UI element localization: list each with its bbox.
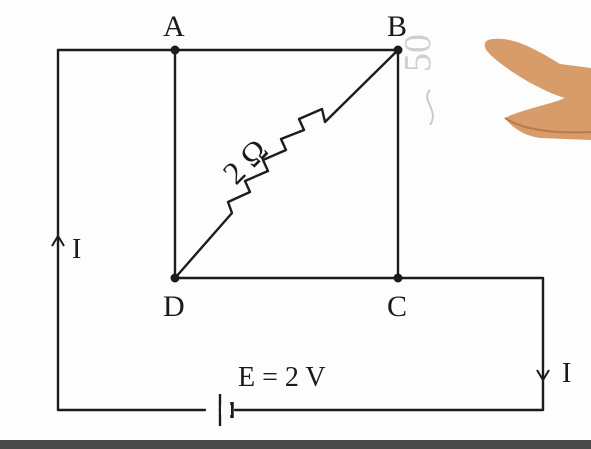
faint-scribble [426, 89, 434, 126]
current-label-right: I [562, 358, 571, 389]
current-label-left: I [72, 234, 81, 265]
node-d [170, 273, 180, 283]
background-text: 50 [397, 34, 439, 72]
battery-symbol [218, 394, 234, 426]
pointing-hand [484, 38, 591, 140]
node-label-b: B [387, 10, 407, 43]
resistor-2-ohm [173, 48, 400, 280]
node-c [393, 273, 403, 283]
current-arrow-down-icon [536, 369, 550, 382]
node-label-c: C [387, 290, 407, 323]
resistor-label: 2 Ω [215, 132, 274, 191]
node-b [393, 45, 403, 55]
bottom-edge-bar [0, 440, 591, 449]
wire-outer-top-left [56, 48, 207, 412]
node-a [170, 45, 180, 55]
node-label-d: D [163, 290, 185, 323]
background-marks: 50 [397, 34, 439, 126]
node-label-a: A [163, 10, 185, 43]
battery-label: E = 2 V [238, 362, 326, 393]
wire-outer-right [233, 276, 545, 412]
current-arrow-up-icon [51, 234, 65, 262]
